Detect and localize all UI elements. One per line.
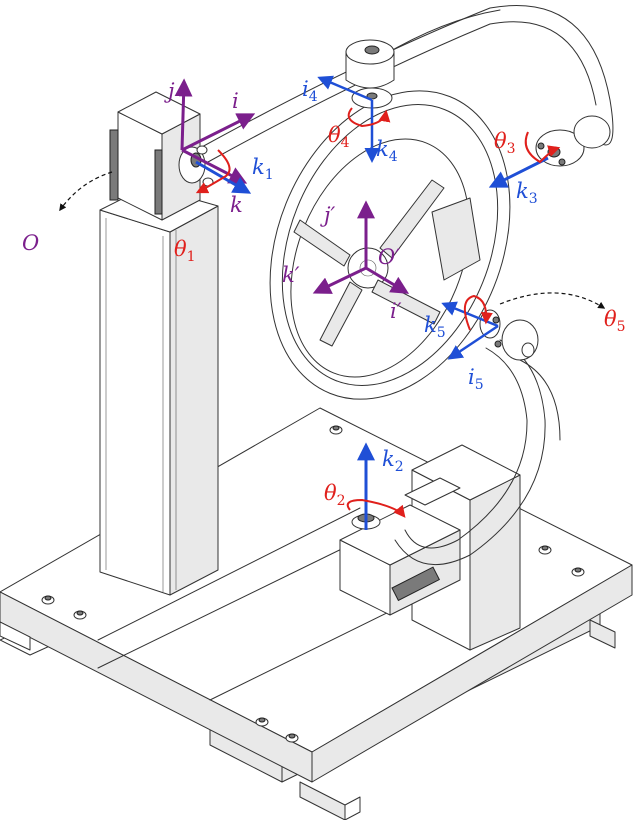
label-k5: k5 [424, 313, 446, 341]
frame-O-axes [174, 78, 256, 194]
label-jprime: j′ [320, 203, 336, 227]
bolt-7 [285, 733, 299, 743]
label-k2: k2 [382, 447, 404, 475]
label-i4: i4 [302, 77, 318, 105]
dashed-arrows [59, 171, 606, 309]
axis-i4 [317, 75, 373, 102]
label-theta5: θ5 [604, 307, 626, 335]
axis-kprime [312, 266, 367, 294]
axis-i5 [447, 324, 499, 360]
bolt-6 [255, 717, 269, 727]
servo-1 [109, 91, 214, 221]
label-theta1: θ1 [174, 237, 196, 265]
axis-k1 [195, 160, 252, 194]
bolt-5 [571, 567, 585, 577]
dashed-arrow-to-O [59, 171, 113, 212]
frame-2-axes [346, 442, 406, 530]
label-O: O [22, 231, 39, 255]
axis-i [181, 113, 256, 152]
servo-2 [339, 477, 461, 616]
label-iprime: i′ [390, 299, 402, 323]
label-k1: k1 [252, 155, 274, 183]
label-i5: i5 [468, 365, 484, 393]
labels: O j i k k1 θ1 i4 θ4 k4 θ3 k3 j′ O′ k′ i′… [22, 77, 626, 509]
bolt-2 [73, 610, 87, 620]
rotation-theta2 [346, 498, 406, 518]
frame-3-axes [488, 131, 561, 188]
rotation-theta1 [195, 149, 231, 194]
base-platform [0, 407, 633, 820]
axis-j [174, 78, 193, 151]
label-k3: k3 [516, 179, 538, 207]
outer-arc-link [199, 4, 614, 566]
frame-5-axes [441, 294, 499, 360]
label-j: j [164, 79, 175, 103]
label-theta4: θ4 [328, 123, 350, 151]
label-kprime: k′ [282, 263, 300, 287]
label-i: i [232, 89, 239, 113]
label-theta3: θ3 [494, 129, 516, 157]
label-k4: k4 [376, 137, 398, 165]
left-pillar [99, 185, 219, 596]
base-bolts [41, 425, 585, 743]
bolt-3 [329, 425, 343, 435]
rotation-theta3 [524, 131, 561, 164]
rotation-theta4 [347, 107, 391, 128]
label-Oprime: O′ [378, 245, 400, 269]
bolt-4 [538, 545, 552, 555]
dashed-arrow-to-theta5 [499, 292, 606, 309]
bolt-1 [41, 595, 55, 605]
frame-4-axes [317, 75, 391, 163]
joint-4 [345, 39, 395, 109]
frame-Oprime-axes [312, 200, 410, 294]
axis-k3 [488, 156, 549, 188]
joint-5 [479, 309, 539, 361]
label-theta2: θ2 [324, 481, 346, 509]
label-k: k [230, 193, 243, 217]
rotation-theta5 [463, 294, 493, 331]
axis-iprime [365, 266, 410, 294]
wheel-ring [269, 90, 511, 400]
axis-k [181, 148, 248, 184]
